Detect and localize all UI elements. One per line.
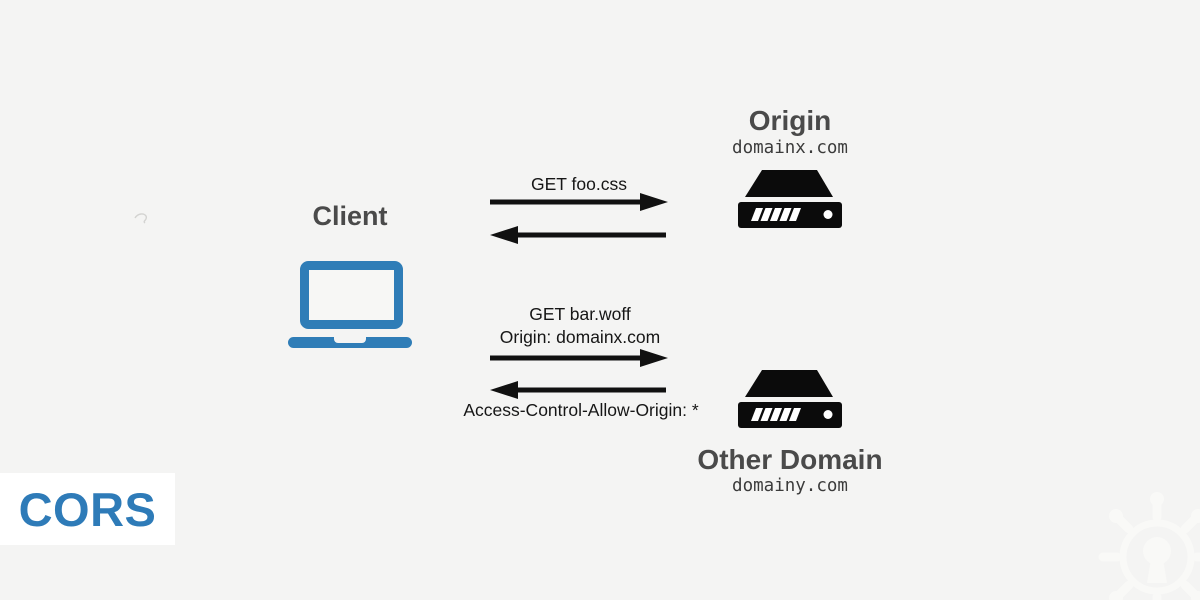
other-server-domain: domainy.com xyxy=(732,476,848,496)
request2-label: GET bar.woff Origin: domainx.com xyxy=(455,303,705,349)
request2-arrow-right xyxy=(490,349,668,367)
laptop-icon xyxy=(288,261,412,348)
origin-server-title: Origin xyxy=(748,105,832,136)
other-server-title: Other Domain xyxy=(697,444,883,475)
client-label: Client xyxy=(312,201,388,231)
origin-server-domain: domainx.com xyxy=(732,138,848,158)
request2-line2: Origin: domainx.com xyxy=(499,327,661,347)
smudge-artifact xyxy=(134,213,148,224)
response2-arrow-left xyxy=(490,381,666,399)
request2-line1: GET bar.woff xyxy=(529,304,631,324)
request1-label: GET foo.css xyxy=(531,174,627,194)
cors-badge-label: CORS xyxy=(18,482,157,536)
request1-arrow-right xyxy=(490,193,668,211)
response2-label: Access-Control-Allow-Origin: * xyxy=(463,400,699,420)
server-icon xyxy=(738,370,842,428)
response1-arrow-left xyxy=(490,226,666,244)
keyhole-logo-watermark-icon xyxy=(1098,492,1200,600)
cors-badge: CORS xyxy=(0,473,175,545)
server-icon xyxy=(738,170,842,228)
